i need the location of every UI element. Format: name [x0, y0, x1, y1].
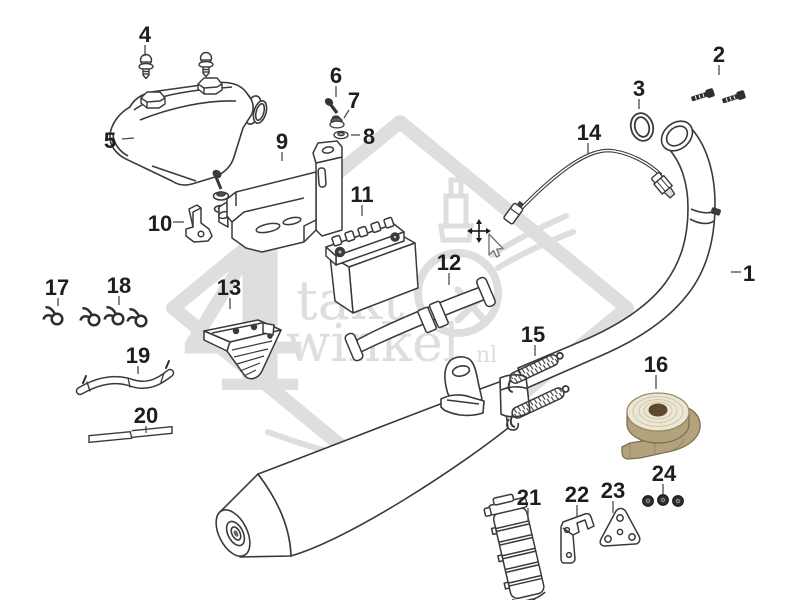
part-label-22: 22: [565, 482, 589, 507]
part-18-hose-clips: [79, 306, 148, 328]
part-4-bolt: [198, 51, 214, 78]
watermark-sparkplug-sketch: [438, 177, 474, 243]
part-15-exhaust-springs: [507, 351, 570, 428]
part-label-1: 1: [743, 261, 755, 286]
move-crosshair-icon: [467, 219, 491, 243]
part-19-curved-hose: [75, 360, 175, 396]
part-5-air-filter-box: [109, 51, 268, 214]
part-label-4: 4: [139, 22, 152, 47]
muffler-hanger-bracket: [440, 356, 485, 417]
part-23-triangle-plate: [599, 507, 641, 547]
part-16-heat-wrap-roll: [621, 392, 701, 460]
canister-ribs: [490, 520, 543, 590]
tape-roll-hole: [648, 403, 668, 417]
part-21-ribbed-canister: [483, 493, 546, 600]
mouse-cursor: [467, 219, 504, 258]
part-6-screw: [324, 97, 339, 114]
part-label-19: 19: [126, 343, 150, 368]
part-label-5-leader: [121, 137, 135, 140]
part-label-3: 3: [633, 76, 645, 101]
part-label-9: 9: [276, 129, 288, 154]
part-label-16: 16: [644, 352, 668, 377]
part-14-sensor-cable: [503, 148, 676, 225]
oxygen-sensor: [651, 171, 676, 199]
part-label-18: 18: [107, 273, 131, 298]
part-24-cap-nuts: [642, 494, 684, 507]
part-label-7-leader: [343, 109, 350, 119]
airbox-mounting-boss: [140, 91, 166, 109]
airbox-mounting-boss: [197, 77, 223, 95]
label-leader-lines: [57, 45, 741, 521]
part-label-10: 10: [148, 211, 172, 236]
strap-buckle: [417, 300, 449, 334]
watermark-text-nl: nl: [476, 343, 497, 368]
part-4-bolt: [138, 53, 154, 80]
muffler-body: [215, 356, 531, 558]
part-label-15: 15: [521, 322, 545, 347]
part-label-13: 13: [217, 275, 241, 300]
part-10-small-bracket: [185, 204, 213, 243]
part-label-12: 12: [437, 250, 461, 275]
pipe-clamp-band: [689, 207, 721, 225]
part-label-2: 2: [713, 42, 725, 67]
exhaust-spring: [507, 351, 564, 394]
part-label-11: 11: [350, 182, 373, 207]
part-label-7: 7: [348, 88, 360, 113]
cable-connector: [503, 200, 524, 225]
part-8-flange-nut: [333, 130, 349, 140]
watermark-logo: 4 takt winkel nl: [166, 115, 634, 501]
part-label-5: 5: [104, 128, 116, 153]
part-label-17: 17: [45, 275, 69, 300]
exhaust-spring: [509, 385, 570, 428]
part-3-gasket-ring: [629, 112, 655, 142]
part-label-8: 8: [363, 124, 375, 149]
part-12-battery-strap: [344, 276, 496, 362]
part-11-battery: [325, 216, 419, 314]
part-20-straight-hose: [88, 426, 173, 443]
part-22-l-bracket: [560, 512, 595, 564]
part-label-24: 24: [652, 461, 677, 486]
muffler-end-cap: [215, 509, 251, 557]
part-labels: 1 2 3 4 5 6 7 8 9 10 11 12 13 14 15 16 1…: [45, 22, 755, 521]
part-9-battery-bracket: [217, 140, 343, 253]
part-7-nut: [329, 115, 345, 129]
battery-terminal-strip: [325, 216, 405, 266]
part-17-hose-clip: [42, 306, 64, 326]
part-13-cover-guard: [203, 319, 282, 380]
part-label-6: 6: [330, 63, 342, 88]
part-label-23: 23: [601, 478, 625, 503]
parts-6-7-8-fasteners: [324, 97, 349, 140]
part-label-20: 20: [134, 403, 158, 428]
part-label-21: 21: [517, 485, 541, 510]
arrow-pointer-icon: [488, 233, 504, 258]
part-label-14: 14: [577, 120, 602, 145]
part-2-flange-bolts: [690, 87, 747, 106]
watermark-circle: [414, 249, 502, 337]
